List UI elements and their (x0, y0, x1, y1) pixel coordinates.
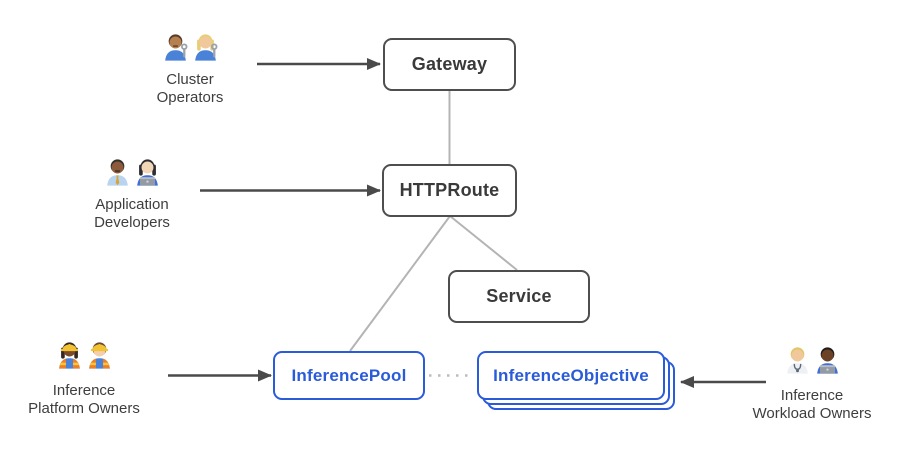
inference-objective-label: InferenceObjective (493, 365, 649, 385)
label-line: Inference (780, 387, 844, 404)
label-line: Workload Owners (752, 404, 872, 422)
node-service: Service (448, 270, 590, 323)
inference-pool-label: InferencePool (291, 365, 407, 385)
cluster-operators-icons (162, 30, 219, 61)
woman-technologist-icon (136, 159, 158, 186)
httproute-label: HTTPRoute (399, 180, 500, 200)
woman-construction-worker-icon (58, 342, 80, 369)
health-worker-icon (786, 347, 808, 374)
node-inference-pool: InferencePool (273, 351, 425, 400)
cluster-operators-label: Cluster Operators (157, 71, 224, 106)
inference-workload-owners-label: Inference Workload Owners (753, 387, 872, 422)
application-developers-icons (104, 155, 161, 186)
inference-platform-owners-label: Inference Platform Owners (28, 382, 140, 417)
man-office-worker-icon (106, 159, 128, 186)
label-line: Platform Owners (28, 399, 140, 417)
service-label: Service (486, 286, 552, 306)
actor-application-developers: Application Developers (72, 155, 192, 231)
actor-inference-workload-owners: Inference Workload Owners (742, 343, 882, 422)
inference-workload-owners-icons (784, 343, 841, 374)
man-construction-worker-icon (88, 342, 110, 369)
label-line: Application (95, 196, 169, 213)
label-line: Cluster (166, 71, 214, 88)
edge-httproute-service (449, 215, 518, 271)
node-gateway: Gateway (383, 38, 516, 91)
actor-cluster-operators: Cluster Operators (130, 30, 250, 106)
gateway-label: Gateway (411, 54, 488, 74)
actor-inference-platform-owners: Inference Platform Owners (19, 338, 149, 417)
label-line: Developers (94, 213, 170, 231)
woman-mechanic-icon (194, 34, 217, 61)
label-line: Inference (52, 382, 116, 399)
node-inference-objective: InferenceObjective (477, 351, 665, 400)
edge-httproute-inferencepool (349, 215, 451, 352)
man-mechanic-icon (164, 34, 187, 61)
application-developers-label: Application Developers (94, 196, 170, 231)
man-technologist-icon (816, 347, 838, 374)
inference-platform-owners-icons (56, 338, 113, 369)
node-httproute: HTTPRoute (382, 164, 517, 217)
node-inference-objective-stack: InferenceObjective (477, 351, 675, 410)
label-line: Operators (156, 88, 224, 106)
